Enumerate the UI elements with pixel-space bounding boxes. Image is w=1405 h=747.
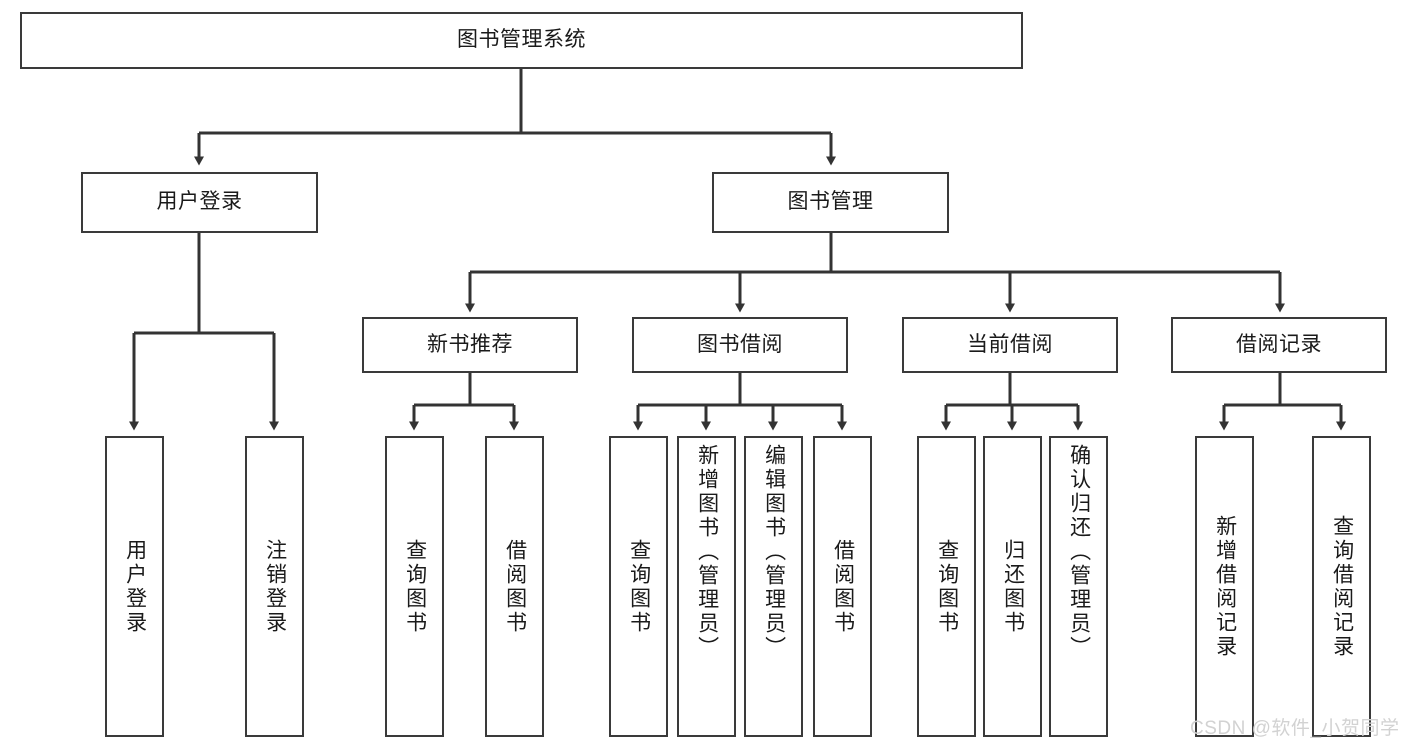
node-user-login[interactable]: 用户登录 [81,172,318,233]
node-new-book-recommend[interactable]: 新书推荐 [362,317,578,373]
node-leaf-add-book[interactable]: 新增图书（管理员） [677,436,736,737]
node-leaf-return-book-label: 归还图书 [1001,538,1025,635]
node-leaf-query-book-1[interactable]: 查询图书 [385,436,444,737]
node-book-borrow[interactable]: 图书借阅 [632,317,848,373]
node-leaf-query-book-3-label: 查询图书 [935,538,959,635]
node-current-borrow-label: 当前借阅 [967,332,1053,356]
node-book-management-label: 图书管理 [787,190,874,214]
node-leaf-query-book-1-label: 查询图书 [403,538,427,635]
node-leaf-borrow-book-1[interactable]: 借阅图书 [485,436,544,737]
node-borrow-record-label: 借阅记录 [1236,332,1322,356]
node-leaf-edit-book[interactable]: 编辑图书（管理员） [744,436,803,737]
node-user-login-label: 用户登录 [156,190,243,214]
node-leaf-edit-book-label: 编辑图书（管理员） [762,444,786,660]
node-leaf-add-record[interactable]: 新增借阅记录 [1195,436,1254,737]
node-leaf-query-record-label: 查询借阅记录 [1330,514,1354,659]
node-root-label: 图书管理系统 [457,28,586,52]
node-new-book-recommend-label: 新书推荐 [427,332,513,356]
node-leaf-user-login[interactable]: 用户登录 [105,436,164,737]
node-leaf-confirm-return[interactable]: 确认归还（管理员） [1049,436,1108,737]
node-leaf-query-record[interactable]: 查询借阅记录 [1312,436,1371,737]
node-borrow-record[interactable]: 借阅记录 [1171,317,1387,373]
node-book-borrow-label: 图书借阅 [697,332,783,356]
node-leaf-query-book-3[interactable]: 查询图书 [917,436,976,737]
node-root[interactable]: 图书管理系统 [20,12,1023,69]
connector-lines [129,68,1346,431]
node-leaf-confirm-return-label: 确认归还（管理员） [1067,444,1091,660]
node-leaf-logout[interactable]: 注销登录 [245,436,304,737]
node-leaf-add-book-label: 新增图书（管理员） [695,444,719,660]
node-leaf-borrow-book-1-label: 借阅图书 [503,538,527,635]
node-leaf-user-login-label: 用户登录 [123,538,147,635]
node-leaf-add-record-label: 新增借阅记录 [1213,514,1237,659]
node-leaf-logout-label: 注销登录 [263,538,287,635]
node-leaf-return-book[interactable]: 归还图书 [983,436,1042,737]
node-leaf-borrow-book-2[interactable]: 借阅图书 [813,436,872,737]
node-current-borrow[interactable]: 当前借阅 [902,317,1118,373]
node-leaf-borrow-book-2-label: 借阅图书 [831,538,855,635]
node-book-management[interactable]: 图书管理 [712,172,949,233]
node-leaf-query-book-2[interactable]: 查询图书 [609,436,668,737]
node-leaf-query-book-2-label: 查询图书 [627,538,651,635]
